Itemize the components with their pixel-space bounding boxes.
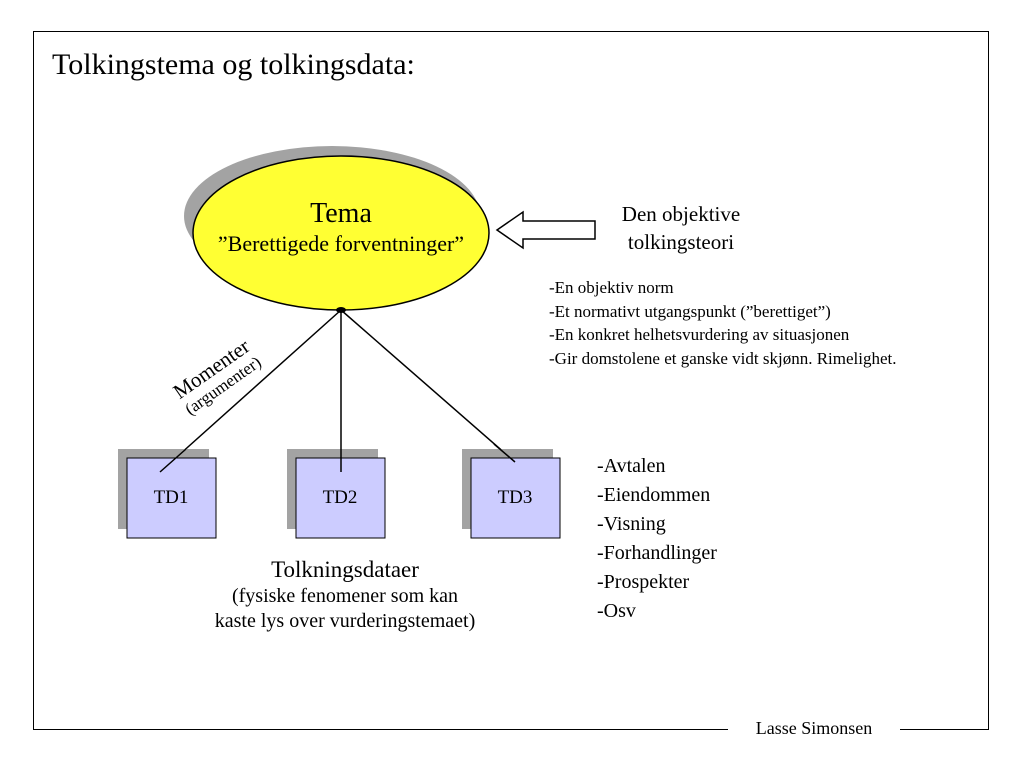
- theory-point: -En konkret helhetsvurdering av situasjo…: [549, 325, 850, 344]
- theme-title: Tema: [310, 198, 372, 229]
- theory-point: -Gir domstolene et ganske vidt skjønn. R…: [549, 348, 897, 368]
- theory-line-1: Den objektive: [621, 202, 741, 226]
- connector-line-td1: [159, 309, 342, 473]
- td1-label: TD1: [153, 487, 189, 508]
- hollow-arrow-left-icon: [495, 210, 596, 250]
- data-description-title: Tolkningsdataer: [271, 557, 419, 582]
- data-description: Tolkningsdataer (fysiske fenomener som k…: [175, 555, 515, 634]
- frame-top-border: [33, 31, 989, 32]
- td1-box: [126, 457, 217, 539]
- footer-author: Lasse Simonsen: [755, 718, 873, 738]
- frame-left-border: [33, 31, 34, 730]
- theory-points-list: -En objektiv norm -Et normativt utgangsp…: [549, 276, 897, 370]
- connector-line-td3-tip: [493, 443, 516, 463]
- connector-junction-dot: [336, 307, 346, 313]
- example-item: -Visning: [597, 513, 666, 535]
- data-description-line-3: kaste lys over vurderingstemaet): [214, 610, 476, 632]
- td3-box: [470, 457, 561, 539]
- theory-point: -Et normativt utgangspunkt (”berettiget”…: [549, 301, 831, 321]
- example-item: -Avtalen: [597, 455, 666, 477]
- data-description-line-2: (fysiske fenomener som kan: [231, 585, 459, 607]
- connector-line-td1-tip: [159, 448, 187, 473]
- theory-point: -En objektiv norm: [549, 278, 674, 297]
- examples-list: -Avtalen -Eiendommen -Visning -Forhandli…: [597, 452, 717, 626]
- td3-label: TD3: [497, 487, 533, 508]
- theme-subtitle: ”Berettigede forventninger”: [217, 231, 465, 256]
- example-item: -Osv: [597, 600, 636, 622]
- example-item: -Eiendommen: [597, 484, 711, 506]
- example-item: -Forhandlinger: [597, 542, 717, 564]
- td2-label: TD2: [322, 487, 358, 508]
- connector-line-td3: [340, 309, 516, 463]
- theme-label: Tema ”Berettigede forventninger”: [190, 197, 492, 257]
- frame-bottom-border-left: [33, 729, 728, 730]
- theory-line-2: tolkingsteori: [627, 230, 735, 254]
- example-item: -Prospekter: [597, 571, 690, 593]
- theory-heading: Den objektive tolkingsteori: [596, 200, 766, 256]
- frame-bottom-border-right: [900, 729, 989, 730]
- slide-title: Tolkingstema og tolkingsdata:: [52, 48, 415, 81]
- frame-right-border: [988, 31, 989, 730]
